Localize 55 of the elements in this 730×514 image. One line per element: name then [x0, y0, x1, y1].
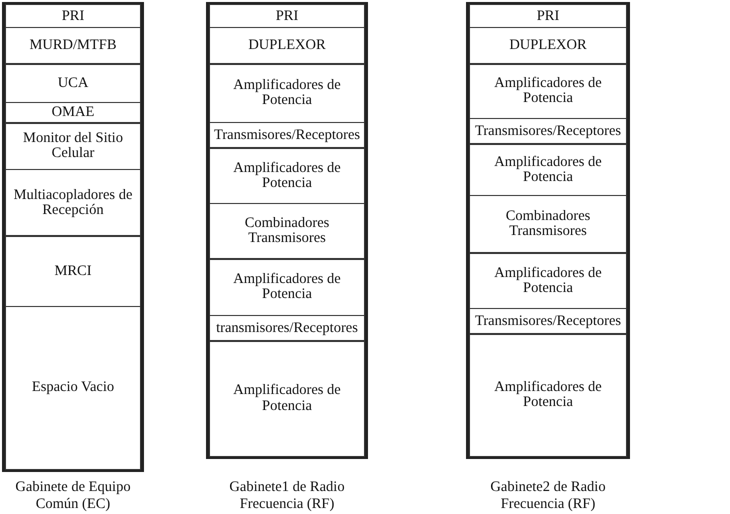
module-slot: [469, 63, 627, 120]
module-slot: [209, 340, 365, 457]
module-label: Multiacopladores de Recepción: [12, 188, 134, 218]
module-label: Amplificadores de Potencia: [493, 380, 603, 410]
module-slot: [469, 194, 627, 254]
module-slot: [5, 168, 141, 237]
module-slot: [209, 122, 365, 149]
module-label: Transmisores/Receptores: [474, 124, 622, 139]
module-label: PRI: [536, 8, 560, 24]
module-label: OMAE: [52, 105, 94, 120]
module-slot: [469, 252, 627, 310]
module-label: Espacio Vacio: [32, 380, 114, 396]
module-label: Combinadores Transmisores: [504, 209, 592, 240]
module-slot: [5, 235, 141, 308]
module-label: Amplificadores de Potencia: [493, 266, 603, 296]
module-label: PRI: [276, 8, 298, 24]
module-slot: [209, 4, 365, 28]
module-slot: [469, 26, 627, 65]
module-slot: [209, 258, 365, 316]
module-label: transmisores/Receptores: [216, 320, 358, 336]
module-slot: [5, 102, 141, 124]
module-label: UCA: [58, 76, 88, 91]
cabinet-caption: Gabinete de Equipo Común (EC): [14, 479, 132, 512]
cabinet-caption: Gabinete2 de Radio Frecuencia (RF): [489, 479, 607, 512]
module-label: Amplificadores de Potencia: [493, 154, 603, 185]
module-label: DUPLEXOR: [248, 38, 326, 54]
module-label: Monitor del Sitio Celular: [22, 131, 124, 162]
module-label: Amplificadores de Potencia: [232, 160, 342, 191]
module-slot: [209, 26, 365, 65]
module-slot: [469, 333, 627, 457]
module-slot: [209, 147, 365, 204]
module-slot: [209, 63, 365, 124]
module-label: Transmisores/Receptores: [214, 128, 360, 143]
module-label: Amplificadores de Potencia: [493, 76, 603, 106]
module-slot: [5, 63, 141, 104]
module-label: Transmisores/Receptores: [474, 314, 622, 329]
cabinet-caption: Gabinete1 de Radio Frecuencia (RF): [228, 479, 346, 512]
module-slot: [469, 4, 627, 28]
module-slot: [209, 314, 365, 342]
module-slot: [5, 4, 141, 28]
module-label: MURD/MTFB: [29, 38, 117, 54]
module-slot: [5, 26, 141, 65]
module-slot: [469, 143, 627, 196]
module-slot: [469, 308, 627, 335]
module-label: MRCI: [54, 264, 92, 279]
module-label: Amplificadores de Potencia: [232, 78, 342, 108]
module-slot: [209, 202, 365, 260]
module-slot: [469, 118, 627, 145]
module-label: Combinadores Transmisores: [244, 216, 330, 246]
module-slot: [5, 306, 141, 470]
module-label: PRI: [62, 8, 84, 24]
module-label: Amplificadores de Potencia: [232, 383, 342, 414]
module-label: DUPLEXOR: [509, 38, 587, 54]
module-slot: [5, 122, 141, 170]
module-label: Amplificadores de Potencia: [232, 272, 342, 302]
